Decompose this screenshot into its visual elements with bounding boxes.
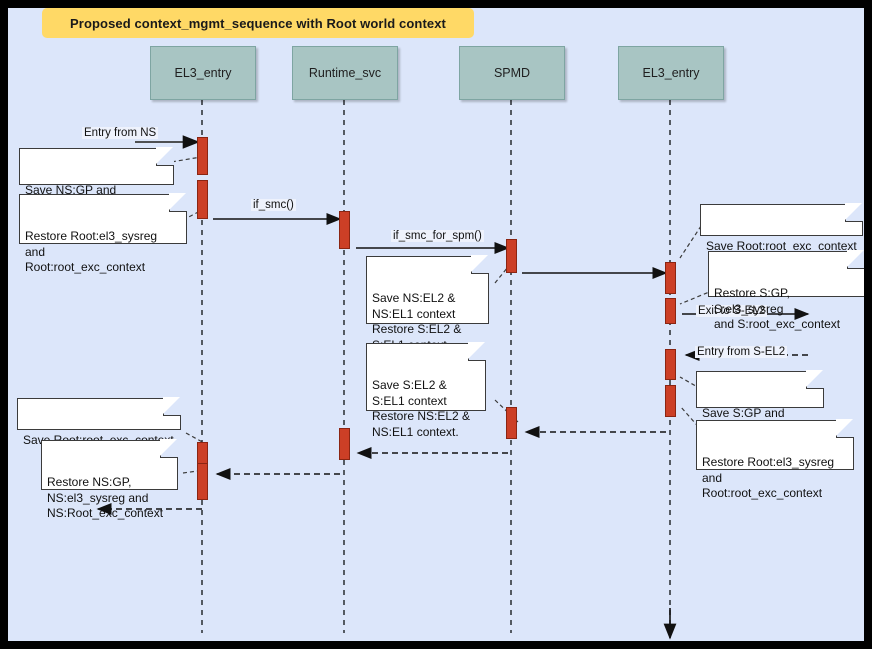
note-fold-corner-icon bbox=[156, 147, 174, 166]
note-text: Save Root:root_exc_context bbox=[706, 239, 857, 253]
diagram-title-banner: Proposed context_mgmt_sequence with Root… bbox=[42, 8, 474, 38]
note-text: Restore S:GP, S:el3_sysreg and S:root_ex… bbox=[714, 286, 841, 331]
note-save-s-el2-restore-ns-el2[interactable]: Save S:EL2 & S:EL1 context Restore NS:EL… bbox=[366, 342, 486, 439]
note-fold-corner-icon bbox=[160, 439, 178, 458]
connector-n10 bbox=[182, 469, 206, 474]
note-text: Save NS:EL2 & NS:EL1 context Restore S:E… bbox=[372, 291, 462, 352]
note-fold-corner-icon bbox=[169, 193, 187, 212]
connector-n5 bbox=[679, 289, 715, 305]
diagram-canvas: Proposed context_mgmt_sequence with Root… bbox=[8, 8, 864, 641]
activation-runtime-2[interactable] bbox=[339, 428, 350, 460]
msg-label-entry-from-s-el2: Entry from S-EL2 bbox=[695, 346, 788, 358]
note-save-root-exc-context-1[interactable]: Save Root:root_exc_context bbox=[700, 203, 863, 253]
page-title: Proposed context_mgmt_sequence with Root… bbox=[70, 15, 446, 31]
note-fold-corner-icon bbox=[845, 203, 863, 222]
activation-el3ns-4[interactable] bbox=[197, 463, 208, 500]
activation-el3s-1[interactable] bbox=[665, 262, 676, 294]
msg-label-entry-from-ns: Entry from NS bbox=[82, 127, 159, 139]
note-restore-root-el3-sysreg-2[interactable]: Restore Root:el3_sysreg and Root:root_ex… bbox=[696, 419, 854, 500]
note-text: Restore NS:GP, NS:el3_sysreg and NS:Root… bbox=[47, 475, 164, 520]
note-restore-root-el3-sysreg-1[interactable]: Restore Root:el3_sysreg and Root:root_ex… bbox=[19, 193, 187, 274]
participant-label: EL3_entry bbox=[174, 66, 232, 80]
note-fold-corner-icon bbox=[163, 397, 181, 416]
participant-label: SPMD bbox=[493, 66, 531, 80]
connector-n9 bbox=[185, 432, 207, 445]
note-text: Restore Root:el3_sysreg and Root:root_ex… bbox=[25, 229, 158, 274]
participant-spmd[interactable]: SPMD bbox=[459, 46, 565, 100]
note-text: Save S:EL2 & S:EL1 context Restore NS:EL… bbox=[372, 378, 471, 439]
connector-n1 bbox=[164, 156, 202, 164]
note-fold-corner-icon bbox=[468, 342, 486, 361]
activation-el3ns-1[interactable] bbox=[197, 137, 208, 175]
note-fold-corner-icon bbox=[806, 370, 824, 389]
participant-label: EL3_entry bbox=[642, 66, 700, 80]
note-fold-corner-icon bbox=[471, 255, 489, 274]
note-text: Restore Root:el3_sysreg and Root:root_ex… bbox=[702, 455, 835, 500]
activation-spmd-1[interactable] bbox=[506, 239, 517, 273]
connector-n7 bbox=[679, 405, 704, 433]
note-fold-corner-icon bbox=[836, 419, 854, 438]
msg-label-if-smc: if_smc() bbox=[251, 199, 296, 211]
activation-spmd-2[interactable] bbox=[506, 407, 517, 439]
note-fold-corner-icon bbox=[847, 250, 864, 269]
participant-runtime-svc[interactable]: Runtime_svc bbox=[292, 46, 398, 100]
activation-el3s-2[interactable] bbox=[665, 298, 676, 324]
activation-el3s-3[interactable] bbox=[665, 349, 676, 380]
msg-label-exit-to-s-el2: Exit to S-EL2 bbox=[696, 305, 768, 317]
note-save-root-exc-context-2[interactable]: Save Root:root_exc_context bbox=[17, 397, 181, 447]
participant-label: Runtime_svc bbox=[308, 66, 382, 80]
activation-el3ns-2[interactable] bbox=[197, 180, 208, 219]
activation-el3s-4[interactable] bbox=[665, 385, 676, 417]
connector-n3 bbox=[494, 256, 517, 284]
activation-runtime-1[interactable] bbox=[339, 211, 350, 249]
participant-el3-entry-ns[interactable]: EL3_entry bbox=[150, 46, 256, 100]
note-save-ns-gp[interactable]: Save NS:GP and NS:Root_exc_context bbox=[19, 147, 174, 213]
note-restore-s-gp[interactable]: Restore S:GP, S:el3_sysreg and S:root_ex… bbox=[708, 250, 864, 331]
note-restore-ns-gp[interactable]: Restore NS:GP, NS:el3_sysreg and NS:Root… bbox=[41, 439, 178, 520]
participant-el3-entry-s[interactable]: EL3_entry bbox=[618, 46, 724, 100]
msg-label-if-smc-for-spm: if_smc_for_spm() bbox=[391, 230, 484, 242]
note-save-s-gp[interactable]: Save S:GP and S:root_exc_context bbox=[696, 370, 824, 436]
note-save-ns-el2-restore-s-el2[interactable]: Save NS:EL2 & NS:EL1 context Restore S:E… bbox=[366, 255, 489, 352]
